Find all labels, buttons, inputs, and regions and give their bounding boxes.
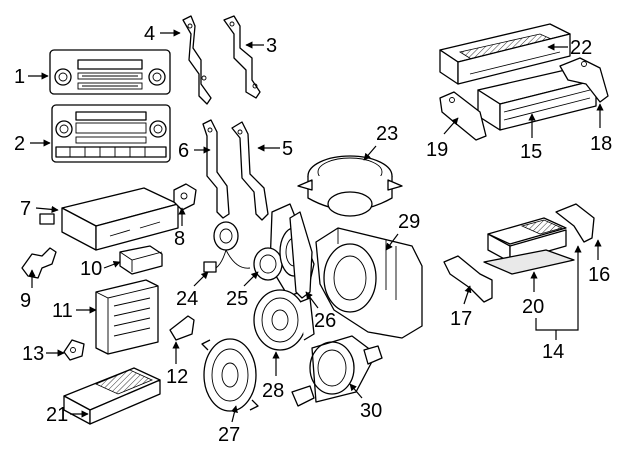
part-10-module[interactable] [119, 245, 163, 275]
part-17-bracket[interactable] [443, 255, 493, 303]
callout-24-label: 24 [176, 288, 198, 310]
callout-6: 6 [178, 140, 211, 162]
callout-19-label: 19 [426, 139, 448, 161]
callout-18: 18 [590, 103, 612, 155]
callout-3: 3 [245, 35, 277, 57]
part-2-cd-player[interactable] [51, 104, 171, 163]
callout-7: 7 [20, 198, 59, 220]
callout-20-label: 20 [522, 296, 544, 318]
callout-19: 19 [426, 117, 459, 161]
callout-12: 12 [166, 341, 188, 388]
callout-29: 29 [385, 211, 420, 251]
callout-27-label: 27 [218, 424, 240, 446]
callout-8-label: 8 [174, 228, 185, 250]
callout-29-label: 29 [398, 211, 420, 233]
part-1-radio-receiver[interactable] [49, 49, 171, 95]
part-7-amplifier[interactable] [39, 187, 179, 251]
callout-1-label: 1 [14, 66, 25, 88]
part-29-enclosure[interactable] [315, 227, 423, 339]
callout-28: 28 [262, 351, 284, 402]
callout-9: 9 [20, 269, 36, 312]
part-13-clip[interactable] [63, 339, 85, 361]
callout-4: 4 [144, 23, 181, 45]
callout-26-label: 26 [314, 310, 336, 332]
callout-16: 16 [588, 239, 610, 286]
part-30-speaker[interactable] [291, 335, 383, 407]
part-24-tweeter[interactable] [203, 221, 251, 273]
callout-21: 21 [46, 404, 89, 426]
callout-25: 25 [226, 271, 259, 310]
callout-21-label: 21 [46, 404, 68, 426]
callout-14-label: 14 [542, 341, 564, 363]
callout-5-label: 5 [282, 138, 293, 160]
callout-30: 30 [349, 383, 382, 422]
callout-17-label: 17 [450, 308, 472, 330]
callout-26: 26 [305, 291, 336, 332]
callout-10: 10 [80, 258, 121, 280]
callout-9-label: 9 [20, 290, 31, 312]
callout-22: 22 [547, 37, 592, 59]
part-8-bracket[interactable] [173, 183, 197, 211]
callout-16-label: 16 [588, 264, 610, 286]
callout-8: 8 [174, 207, 186, 250]
callout-5: 5 [257, 138, 293, 160]
callout-23: 23 [363, 123, 398, 161]
callout-2: 2 [14, 133, 51, 155]
callout-15: 15 [520, 113, 542, 163]
callout-1: 1 [14, 66, 49, 88]
part-22-amplifier-module[interactable] [439, 23, 571, 85]
part-6-bracket[interactable] [202, 119, 230, 219]
part-9-bracket[interactable] [21, 247, 57, 279]
callout-15-label: 15 [520, 141, 542, 163]
callout-12-label: 12 [166, 366, 188, 388]
part-4-bracket[interactable] [182, 15, 212, 105]
callout-24: 24 [176, 271, 209, 310]
callout-17: 17 [450, 285, 472, 330]
part-23-subwoofer[interactable] [297, 155, 403, 217]
callout-22-label: 22 [570, 37, 592, 59]
callout-13-label: 13 [22, 343, 44, 365]
callout-4-label: 4 [144, 23, 155, 45]
callout-11-label: 11 [52, 300, 73, 322]
part-5-bracket[interactable] [231, 121, 269, 221]
part-11-ecu-box[interactable] [95, 279, 159, 355]
callout-20: 20 [522, 245, 582, 331]
part-18-bracket[interactable] [559, 57, 609, 103]
callout-11: 11 [52, 300, 97, 322]
callout-28-label: 28 [262, 380, 284, 402]
callout-14: 14 [542, 330, 564, 363]
part-12-bracket[interactable] [169, 315, 195, 341]
callout-27: 27 [218, 405, 240, 446]
callout-10-label: 10 [80, 258, 102, 280]
callout-13: 13 [22, 343, 65, 365]
part-19-bracket[interactable] [439, 91, 487, 141]
part-27-door-speaker[interactable] [201, 338, 259, 412]
callout-30-label: 30 [360, 400, 382, 422]
part-16-bracket[interactable] [555, 203, 595, 243]
callout-6-label: 6 [178, 140, 189, 162]
part-28-speaker[interactable] [253, 289, 315, 351]
callout-7-label: 7 [20, 198, 31, 220]
callout-18-label: 18 [590, 133, 612, 155]
callout-25-label: 25 [226, 288, 248, 310]
part-21-cover[interactable] [63, 367, 161, 425]
part-3-bracket[interactable] [223, 15, 261, 99]
callout-3-label: 3 [266, 35, 277, 57]
callout-2-label: 2 [14, 133, 25, 155]
callout-23-label: 23 [376, 123, 398, 145]
part-20-amplifier[interactable] [483, 217, 575, 275]
